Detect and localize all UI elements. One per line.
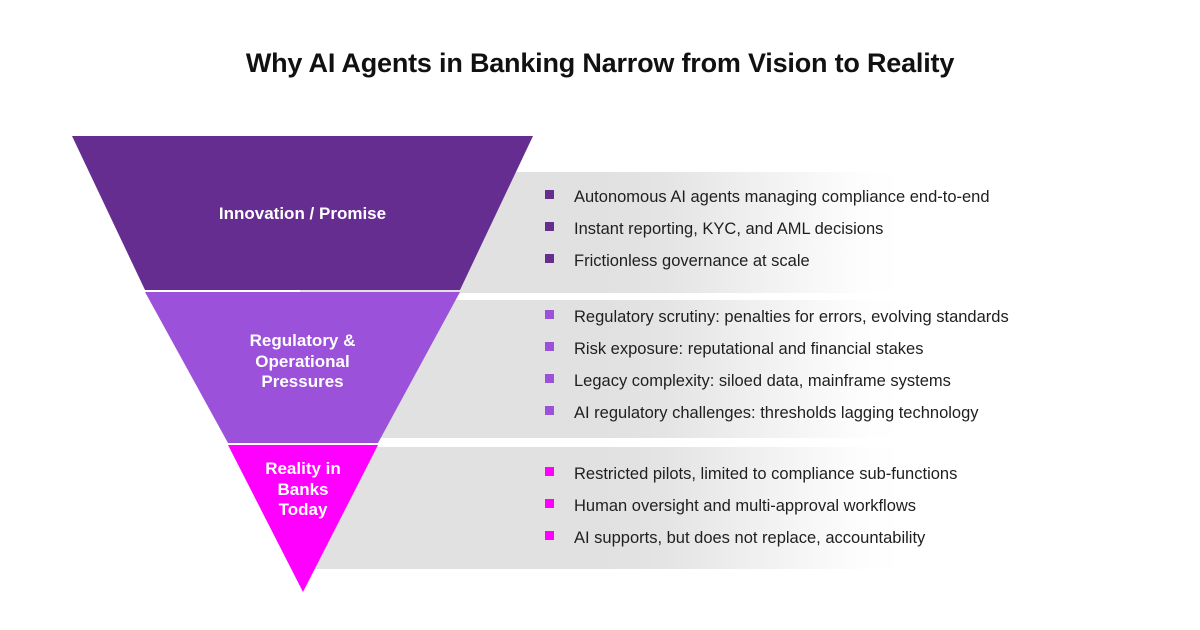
bullet-square-icon bbox=[545, 342, 554, 351]
list-item: AI supports, but does not replace, accou… bbox=[545, 530, 957, 562]
bullet-group-2: Regulatory scrutiny: penalties for error… bbox=[545, 309, 1009, 437]
funnel-segment-2-shape bbox=[145, 292, 460, 443]
bullet-square-icon bbox=[545, 254, 554, 263]
funnel-segment-1-shape bbox=[72, 136, 533, 290]
list-item: Autonomous AI agents managing compliance… bbox=[545, 189, 990, 221]
bullet-square-icon bbox=[545, 190, 554, 199]
bullet-text: Risk exposure: reputational and financia… bbox=[574, 340, 924, 358]
bullet-text: AI supports, but does not replace, accou… bbox=[574, 529, 926, 547]
bullet-text: Regulatory scrutiny: penalties for error… bbox=[574, 308, 1009, 326]
bullet-square-icon bbox=[545, 499, 554, 508]
bullet-group-3: Restricted pilots, limited to compliance… bbox=[545, 466, 957, 562]
bullet-square-icon bbox=[545, 374, 554, 383]
list-item: Legacy complexity: siloed data, mainfram… bbox=[545, 373, 1009, 405]
list-item: AI regulatory challenges: thresholds lag… bbox=[545, 405, 1009, 437]
bullet-text: Frictionless governance at scale bbox=[574, 252, 810, 270]
funnel-segment-3-shape bbox=[228, 445, 378, 592]
content-band-3 bbox=[300, 447, 1000, 569]
bullet-text: Restricted pilots, limited to compliance… bbox=[574, 465, 958, 483]
bullet-square-icon bbox=[545, 467, 554, 476]
bullet-text: Human oversight and multi-approval workf… bbox=[574, 497, 917, 515]
bullet-group-1: Autonomous AI agents managing compliance… bbox=[545, 189, 990, 285]
bullet-square-icon bbox=[545, 406, 554, 415]
list-item: Human oversight and multi-approval workf… bbox=[545, 498, 957, 530]
list-item: Frictionless governance at scale bbox=[545, 253, 990, 285]
bullet-text: AI regulatory challenges: thresholds lag… bbox=[574, 404, 979, 422]
page-title: Why AI Agents in Banking Narrow from Vis… bbox=[245, 48, 955, 78]
list-item: Risk exposure: reputational and financia… bbox=[545, 341, 1009, 373]
bullet-text: Legacy complexity: siloed data, mainfram… bbox=[574, 372, 951, 390]
list-item: Regulatory scrutiny: penalties for error… bbox=[545, 309, 1009, 341]
bullet-square-icon bbox=[545, 310, 554, 319]
bullet-square-icon bbox=[545, 531, 554, 540]
list-item: Instant reporting, KYC, and AML decision… bbox=[545, 221, 990, 253]
bullet-square-icon bbox=[545, 222, 554, 231]
list-item: Restricted pilots, limited to compliance… bbox=[545, 466, 957, 498]
bullet-text: Autonomous AI agents managing compliance… bbox=[574, 188, 990, 206]
bullet-text: Instant reporting, KYC, and AML decision… bbox=[574, 220, 884, 238]
